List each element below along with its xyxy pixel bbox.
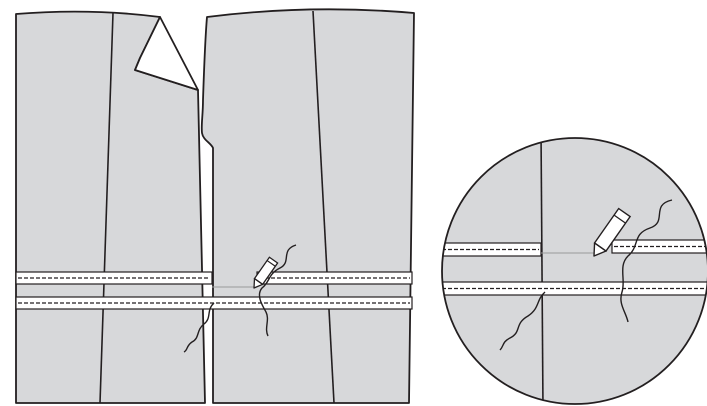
detail-seam-line <box>540 138 544 404</box>
chalk-pencil-icon <box>253 256 279 289</box>
seam-line-right <box>312 10 335 404</box>
loose-thread-icon <box>620 199 673 323</box>
seam-line-left <box>99 12 114 404</box>
detail-circle-outline <box>441 137 707 405</box>
loose-thread-icon <box>499 291 546 351</box>
facing-fold <box>134 16 199 91</box>
right-fabric-piece <box>200 8 415 404</box>
main-panel <box>15 8 415 404</box>
loose-thread-icon <box>183 302 215 353</box>
detail-panel <box>441 137 707 405</box>
detail-tape-lower <box>442 281 707 296</box>
loose-thread-icon <box>258 244 297 337</box>
chalk-pencil-icon <box>593 207 632 257</box>
